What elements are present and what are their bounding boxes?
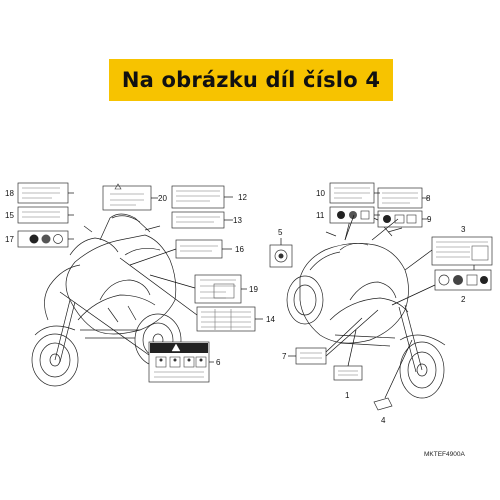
- label-12-box: [171, 185, 225, 209]
- label-14-box: [196, 306, 256, 332]
- scooter-right-side-view: [286, 215, 446, 399]
- callout-15: 15: [5, 211, 14, 220]
- callout-10: 10: [316, 189, 325, 198]
- callout-11: 11: [316, 211, 325, 220]
- callout-5: 5: [278, 228, 283, 237]
- callout-6: 6: [216, 358, 221, 367]
- label-4-part: [373, 397, 393, 411]
- label-15-box: [17, 206, 69, 224]
- label-16-box: [175, 239, 223, 259]
- callout-18: 18: [5, 189, 14, 198]
- callout-14: 14: [266, 315, 275, 324]
- part-number-banner: Na obrázku díl číslo 4: [109, 59, 393, 101]
- label-3-box: [431, 236, 493, 266]
- callout-4: 4: [381, 416, 386, 425]
- callout-7: 7: [282, 352, 287, 361]
- label-13-box: [171, 211, 225, 229]
- callout-17: 17: [5, 235, 14, 244]
- callout-20: 20: [158, 194, 167, 203]
- callout-19: 19: [249, 285, 258, 294]
- callout-13: 13: [233, 216, 242, 225]
- callout-1: 1: [345, 391, 350, 400]
- callout-16: 16: [235, 245, 244, 254]
- label-20-box: [102, 185, 152, 211]
- callout-3: 3: [461, 225, 466, 234]
- diagram-code: MKTEF4900A: [424, 451, 465, 458]
- callout-9: 9: [427, 215, 432, 224]
- callout-8: 8: [426, 194, 431, 203]
- banner-title: Na obrázku díl číslo 4: [121, 68, 381, 92]
- callout-2: 2: [461, 295, 466, 304]
- label-7-box: [295, 347, 327, 365]
- callout-12: 12: [238, 193, 247, 202]
- label-1-box: [333, 365, 363, 381]
- callout-numbers: 18 15 17 20 12 13 16 19 14 6 10 11 8 9 5…: [5, 189, 466, 425]
